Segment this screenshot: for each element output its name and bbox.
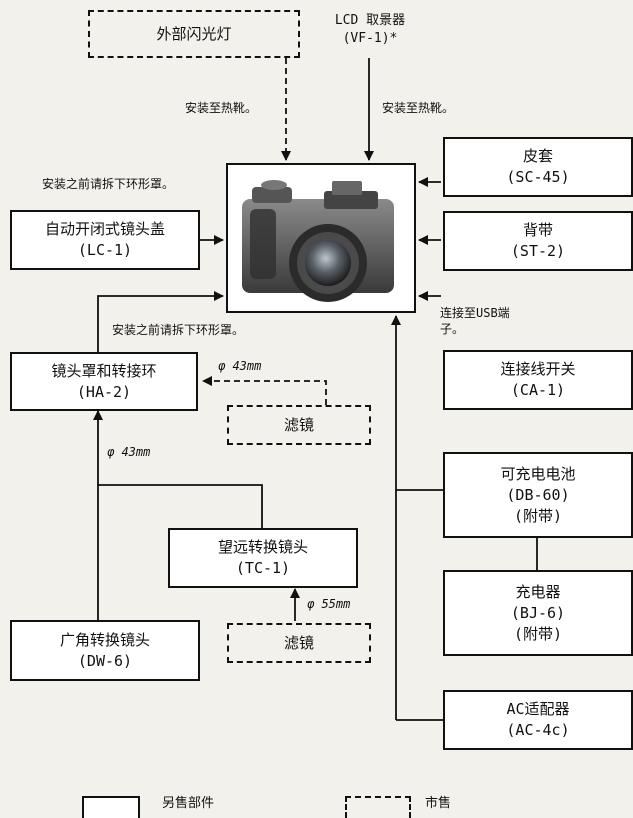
ac-adapter-name: AC适配器 xyxy=(506,700,570,718)
hotshoe-note-right: 安装至热靴。 xyxy=(382,101,455,115)
strap-box: 背带 (ST-2) xyxy=(443,211,633,271)
legend-solid-label: 另售部件 xyxy=(162,796,215,811)
charger-name: 充电器 xyxy=(515,582,561,601)
hood-adapter-name: 镜头罩和转接环 xyxy=(51,361,157,380)
battery-code: (DB-60) xyxy=(506,485,570,504)
filter-b-box: 滤镜 xyxy=(227,623,371,663)
lcd-finder-line1: LCD 取景器 xyxy=(334,13,406,28)
battery-name: 可充电电池 xyxy=(500,464,576,483)
camera-image xyxy=(226,163,416,313)
tele-converter-name: 望远转换镜头 xyxy=(217,538,308,556)
cable-switch-code: (CA-1) xyxy=(510,381,566,399)
charger-note: (附带) xyxy=(513,624,563,643)
case-box: 皮套 (SC-45) xyxy=(443,137,633,197)
phi55-label: φ 55mm xyxy=(307,597,351,611)
phi43-label-a: φ 43mm xyxy=(218,359,262,373)
filter-a-label: 滤镜 xyxy=(283,415,314,434)
usb-note: 连接至USB端 子。 xyxy=(440,305,510,337)
charger-code: (BJ-6) xyxy=(510,603,566,622)
tele-converter-box: 望远转换镜头 (TC-1) xyxy=(168,528,358,588)
hotshoe-note-left: 安装至热靴。 xyxy=(185,101,258,115)
usb-note-line2: 子。 xyxy=(440,322,465,336)
ac-adapter-box: AC适配器 (AC-4c) xyxy=(443,690,633,750)
remove-ring-note-top: 安装之前请拆下环形罩。 xyxy=(42,177,175,191)
lens-cap-name: 自动开闭式镜头盖 xyxy=(44,220,165,238)
battery-note: (附带) xyxy=(513,506,563,525)
charger-box: 充电器 (BJ-6) (附带) xyxy=(443,570,633,656)
phi43-label-b: φ 43mm xyxy=(107,445,151,459)
lens-cap-box: 自动开闭式镜头盖 (LC-1) xyxy=(10,210,200,270)
filter-a-box: 滤镜 xyxy=(227,405,371,445)
remove-ring-note-mid: 安装之前请拆下环形罩。 xyxy=(112,323,245,337)
legend-dashed-swatch xyxy=(345,796,411,818)
legend-solid-swatch xyxy=(82,796,140,818)
legend-dashed-label: 市售 xyxy=(425,796,452,811)
tele-converter-code: (TC-1) xyxy=(235,559,291,577)
usb-note-line1: 连接至USB端 xyxy=(440,306,510,320)
case-code: (SC-45) xyxy=(506,168,570,186)
camera-icon xyxy=(242,180,394,302)
hood-adapter-box: 镜头罩和转接环 (HA-2) xyxy=(10,352,198,411)
cable-switch-name: 连接线开关 xyxy=(500,360,576,378)
lcd-finder-line2: (VF-1)* xyxy=(342,31,398,46)
wide-converter-box: 广角转换镜头 (DW-6) xyxy=(10,620,200,681)
lcd-finder-label: LCD 取景器 (VF-1)* xyxy=(330,12,410,48)
external-flash-label: 外部闪光灯 xyxy=(156,24,232,43)
external-flash-box: 外部闪光灯 xyxy=(88,10,300,58)
strap-code: (ST-2) xyxy=(510,242,566,260)
wide-converter-name: 广角转换镜头 xyxy=(59,630,150,649)
ac-adapter-code: (AC-4c) xyxy=(506,721,570,739)
filter-b-label: 滤镜 xyxy=(283,633,314,652)
cable-switch-box: 连接线开关 (CA-1) xyxy=(443,350,633,410)
battery-box: 可充电电池 (DB-60) (附带) xyxy=(443,452,633,538)
wide-converter-code: (DW-6) xyxy=(77,651,133,670)
strap-name: 背带 xyxy=(522,221,553,239)
lens-cap-code: (LC-1) xyxy=(77,241,133,259)
hood-adapter-code: (HA-2) xyxy=(76,382,132,401)
case-name: 皮套 xyxy=(522,147,553,165)
